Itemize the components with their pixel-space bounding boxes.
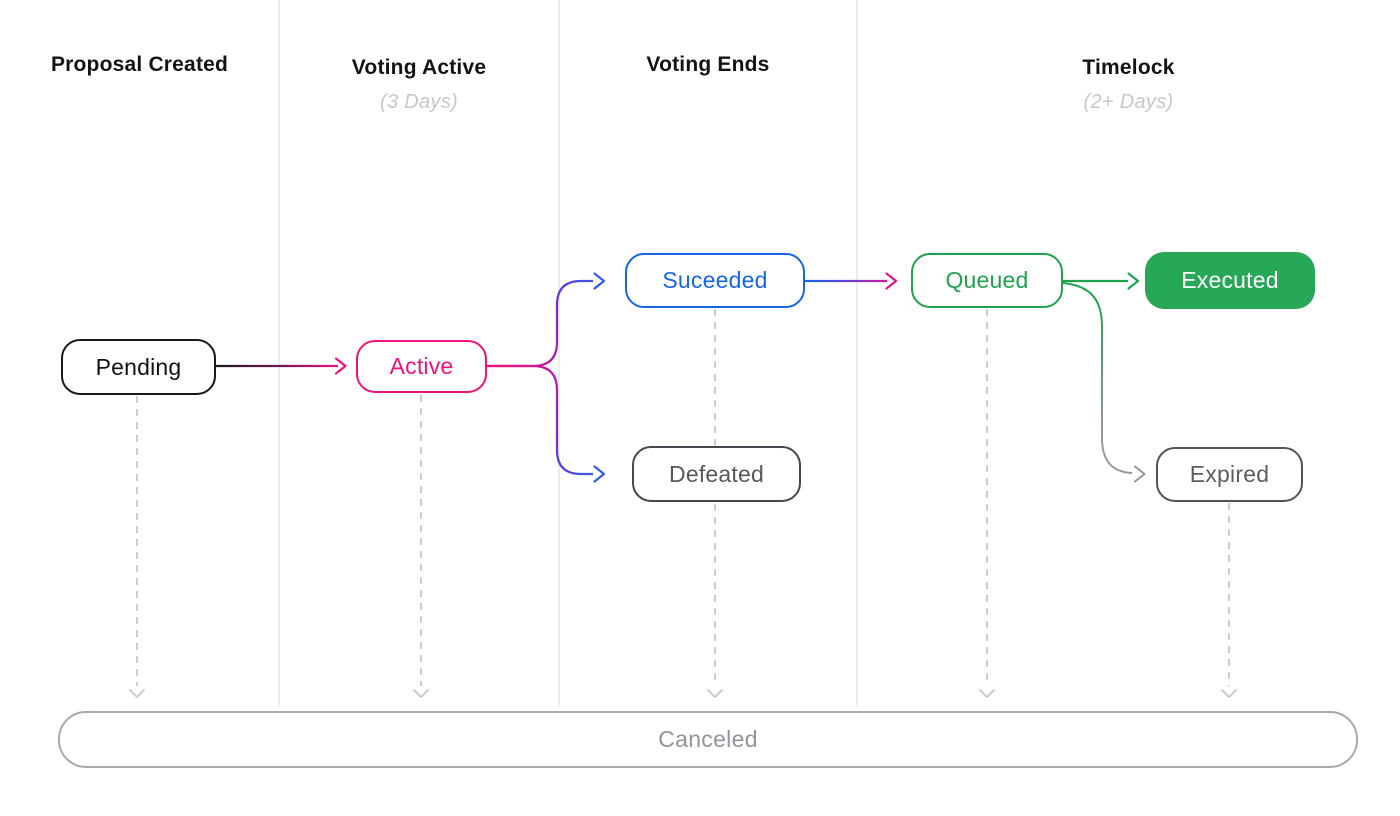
arrowhead-pending-to-active-icon	[334, 357, 347, 375]
arrow-active-to-suceeded	[487, 279, 593, 368]
column-title: Proposal Created	[50, 53, 229, 76]
state-label: Queued	[945, 267, 1029, 293]
dashed-arrowhead-down-icon	[1221, 689, 1237, 698]
column-title: Voting Ends	[646, 53, 770, 76]
state-node-pending: Pending	[61, 339, 216, 395]
arrowhead-queued-to-executed-icon	[1127, 272, 1140, 290]
column-header-proposal-created: Proposal Created	[0, 52, 279, 78]
column-divider-1	[278, 0, 280, 707]
column-divider-3	[856, 0, 858, 707]
dashed-arrowhead-down-icon	[979, 689, 995, 698]
state-label: Suceeded	[662, 267, 768, 293]
state-label: Pending	[95, 353, 182, 380]
state-node-executed: Executed	[1145, 252, 1315, 309]
column-title: Voting Active	[351, 56, 487, 79]
arrowhead-active-to-defeated-icon	[593, 465, 606, 483]
state-node-expired: Expired	[1156, 447, 1303, 502]
arrowhead-suceeded-to-queued-icon	[885, 272, 898, 290]
column-header-voting-ends: Voting Ends	[559, 52, 857, 78]
dashed-arrowhead-down-icon	[413, 689, 429, 698]
state-node-defeated: Defeated	[632, 446, 801, 502]
column-subtitle: (3 Days)	[380, 91, 458, 114]
state-label: Defeated	[669, 460, 764, 487]
dashed-arrowhead-down-icon	[129, 689, 145, 698]
column-subtitle: (2+ Days)	[1083, 91, 1174, 114]
column-title: Timelock	[1082, 56, 1175, 79]
arrow-queued-to-expired	[1062, 282, 1133, 474]
state-label: Expired	[1189, 461, 1270, 487]
state-label: Canceled	[658, 726, 758, 752]
dashed-arrowhead-down-icon	[707, 689, 723, 698]
state-node-queued: Queued	[911, 253, 1063, 308]
column-divider-2	[558, 0, 560, 707]
column-header-voting-active: Voting Active (3 Days)	[279, 55, 559, 115]
state-label: Active	[389, 353, 454, 379]
state-node-suceeded: Suceeded	[625, 253, 805, 308]
arrowhead-queued-to-expired-icon	[1134, 465, 1146, 483]
state-node-canceled: Canceled	[58, 711, 1358, 768]
state-label: Executed	[1181, 267, 1279, 293]
column-header-timelock: Timelock (2+ Days)	[857, 55, 1400, 115]
state-node-active: Active	[356, 340, 487, 393]
arrow-active-to-defeated	[487, 364, 593, 476]
arrowhead-active-to-suceeded-icon	[593, 272, 606, 290]
